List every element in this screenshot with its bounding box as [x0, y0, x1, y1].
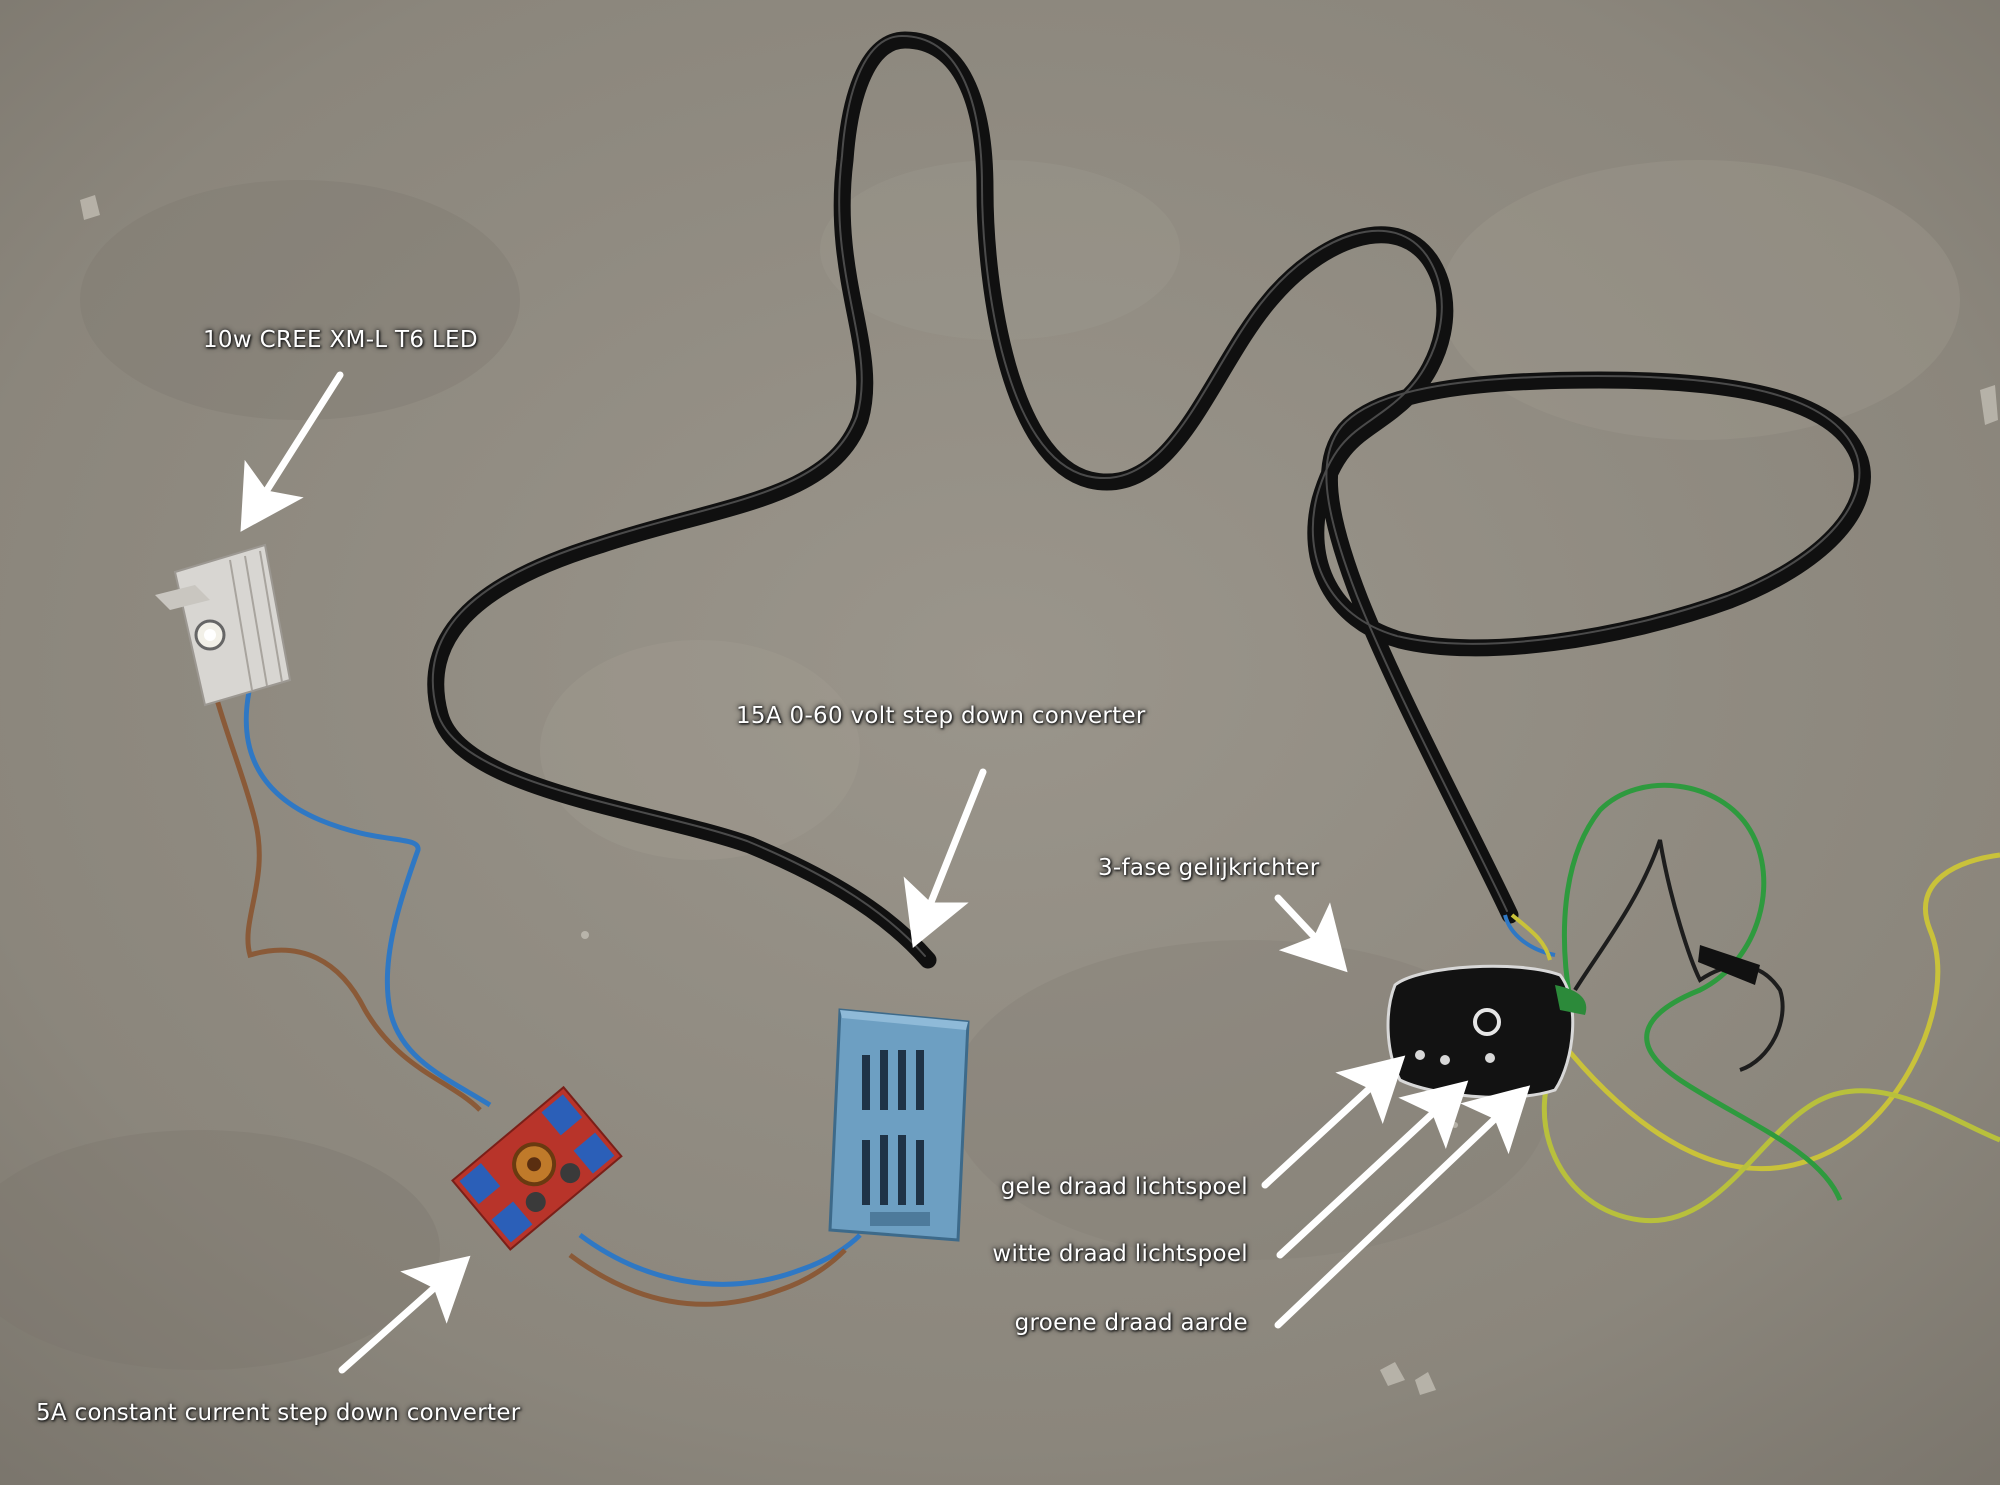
floor-specks	[80, 195, 1998, 1395]
arrow-rectifier	[1274, 894, 1348, 973]
output-brown-wire	[568, 1248, 847, 1307]
label-cc-converter: 5A constant current step down converter	[36, 1400, 521, 1426]
rectifier-center-hole	[1473, 1008, 1501, 1036]
label-green-wire: groene draad aarde	[1014, 1310, 1248, 1336]
rectifier-block	[1386, 964, 1587, 1099]
arrow-15a-converter	[903, 768, 987, 949]
label-rectifier: 3-fase gelijkrichter	[1098, 855, 1320, 881]
green-wire-loop	[1561, 782, 1843, 1201]
annotation-arrows	[240, 371, 1531, 1374]
step-down-converter-box	[828, 1008, 970, 1242]
yellow-green-wire-2	[1541, 1048, 2000, 1224]
alligator-clip	[1698, 945, 1760, 985]
arrow-yellow-wire	[1261, 1055, 1406, 1189]
arrow-led	[240, 371, 344, 532]
arrow-cc-converter	[338, 1255, 471, 1374]
label-led: 10w CREE XM-L T6 LED	[203, 327, 478, 353]
black-power-cable	[427, 31, 1871, 969]
label-15a-converter: 15A 0-60 volt step down converter	[736, 703, 1146, 729]
yellow-green-wire-1	[1558, 852, 2000, 1172]
led-heatsink	[155, 543, 292, 707]
led-blue-wire	[243, 639, 492, 1108]
label-white-wire: witte draad lichtspoel	[992, 1241, 1248, 1267]
constant-current-board	[451, 1085, 623, 1251]
cable-end-wires-green	[1510, 913, 1552, 961]
black-test-lead	[1573, 839, 1785, 1072]
label-yellow-wire: gele draad lichtspoel	[1000, 1174, 1248, 1200]
led-brown-wire	[197, 619, 482, 1112]
arrow-green-wire	[1274, 1085, 1531, 1329]
arrow-white-wire	[1276, 1080, 1469, 1259]
cable-highlight	[431, 34, 1861, 957]
